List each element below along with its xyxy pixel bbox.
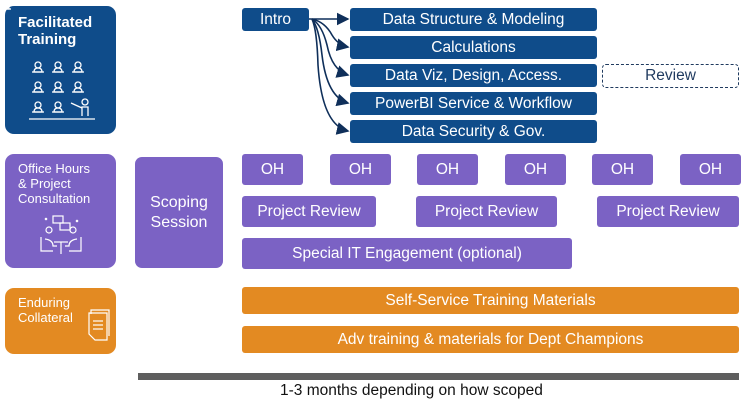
classroom-icon [5,6,95,120]
meeting-icon [40,215,82,254]
office-hours-slot: OH [505,154,566,185]
module-data-structure: Data Structure & Modeling [350,8,597,31]
office-hours-slot: OH [242,154,303,185]
arrow [311,18,350,107]
category-title: Office Hours & Project Consultation [18,161,91,207]
title-line: Office Hours [18,161,91,176]
project-review: Project Review [416,196,557,227]
arrow [311,18,350,52]
title-line: Training [18,31,77,49]
title-line: Collateral [18,309,73,325]
dept-champion-materials: Adv training & materials for Dept Champi… [242,326,739,353]
office-hours-slot: OH [330,154,391,185]
timeline-label: 1-3 months depending on how scoped [280,382,543,399]
project-review: Project Review [597,196,739,227]
office-hours-slot: OH [680,154,741,185]
scoping-session: Scoping Session [135,157,223,268]
intro-box: Intro [242,8,309,31]
module-powerbi-service: PowerBI Service & Workflow [350,92,597,115]
office-hours-slot: OH [417,154,478,185]
document-icon [88,309,110,341]
scoping-line: Scoping [150,193,208,211]
title-line: Consultation [18,190,91,206]
project-review: Project Review [242,196,376,227]
category-title: Enduring Collateral [18,295,73,326]
timeline-bar [138,373,739,380]
module-data-security: Data Security & Gov. [350,120,597,143]
category-enduring-collateral: Enduring Collateral [5,288,116,354]
title-line: & Project [18,175,71,191]
special-it-engagement: Special IT Engagement (optional) [242,238,572,269]
review-box: Review [602,64,739,88]
title-line: Enduring [18,295,71,310]
self-service-materials: Self-Service Training Materials [242,287,739,314]
module-data-viz: Data Viz, Design, Access. [350,64,597,87]
category-office-hours: Office Hours & Project Consultation [5,154,116,268]
arrow [311,18,350,135]
category-facilitated-training: Facilitated Training [5,6,116,134]
category-title: Facilitated Training [18,14,92,49]
office-hours-slot: OH [592,154,653,185]
title-line: Facilitated [18,14,93,31]
scoping-line: Session [150,213,208,231]
arrow [311,18,350,78]
module-calculations: Calculations [350,36,597,59]
